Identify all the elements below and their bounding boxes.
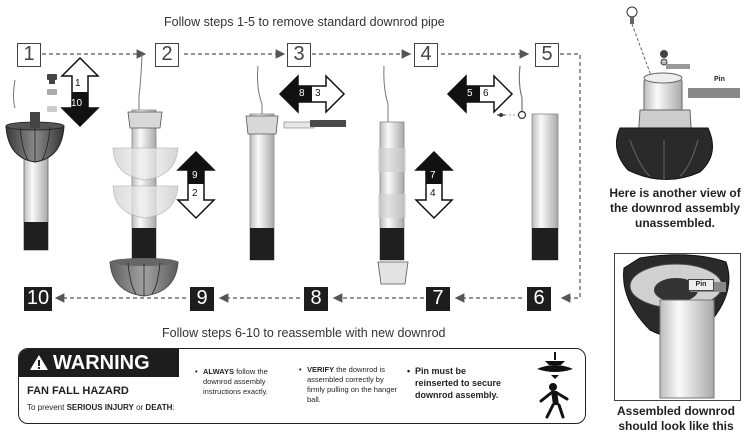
warning-title: WARNING <box>53 352 150 374</box>
step-number-2: 2 <box>155 43 179 67</box>
arrow-label-4: 4 <box>430 188 436 199</box>
warning-bullet-1: •ALWAYS follow the downrod assembly inst… <box>195 367 268 396</box>
falling-fan-person-icon <box>537 352 573 419</box>
arrow-label-2: 2 <box>192 188 198 199</box>
warning-bullet-2: •VERIFY the downrod is assembled correct… <box>299 365 398 404</box>
arrow-label-6: 6 <box>483 88 489 99</box>
warning-triangle-icon <box>30 355 48 370</box>
step5-illustration <box>497 65 559 261</box>
flow-lines-top <box>42 49 581 303</box>
step4-illustration <box>377 65 409 285</box>
step3-illustration <box>245 65 346 261</box>
step2-illustration <box>109 53 179 297</box>
bottom-instruction-title: Follow steps 6-10 to reassemble with new… <box>162 326 446 340</box>
caption-assembled: Assembled downrod should look like this <box>616 404 735 433</box>
arrow-8-3 <box>278 74 346 114</box>
warning-box: WARNING FAN FALL HAZARD To prevent SERIO… <box>18 348 586 424</box>
arrow-label-10: 10 <box>71 98 83 109</box>
step-number-7: 7 <box>426 287 450 311</box>
arrow-7-4 <box>414 150 454 220</box>
arrow-label-8: 8 <box>299 88 305 99</box>
prevent-text: To prevent SERIOUS INJURY or DEATH: <box>27 403 175 412</box>
step-number-9: 9 <box>190 287 214 311</box>
arrow-label-9: 9 <box>192 170 198 181</box>
arrow-1-10 <box>60 56 100 128</box>
assembled-view-frame <box>614 253 741 401</box>
arrow-5-6 <box>446 74 514 114</box>
arrow-label-3: 3 <box>315 88 321 99</box>
arrow-9-2 <box>176 150 216 220</box>
step-number-5: 5 <box>535 43 559 67</box>
arrow-label-5: 5 <box>467 88 473 99</box>
step-number-8: 8 <box>304 287 328 311</box>
step-number-4: 4 <box>414 43 438 67</box>
step-number-10: 10 <box>24 287 52 311</box>
step-number-3: 3 <box>287 43 311 67</box>
warning-header: WARNING <box>19 349 179 377</box>
pin-label-exploded: Pin <box>714 76 725 83</box>
step-number-1: 1 <box>17 43 41 67</box>
arrow-label-1: 1 <box>75 78 81 89</box>
warning-bullet-3: •Pin must be reinserted to secure downro… <box>407 366 502 400</box>
exploded-view-illustration <box>615 6 740 181</box>
assembled-view-illustration <box>623 254 730 399</box>
hazard-title: FAN FALL HAZARD <box>27 385 129 397</box>
step-number-6: 6 <box>527 287 551 311</box>
pin-tag-assembled: Pin <box>688 279 714 291</box>
step1-illustration <box>5 74 65 251</box>
pin-label-assembled: Pin <box>695 281 707 288</box>
top-instruction-title: Follow steps 1-5 to remove standard down… <box>164 15 445 29</box>
caption-unassembled: Here is another view of the downrod asse… <box>609 186 741 230</box>
arrow-label-7: 7 <box>430 170 436 181</box>
